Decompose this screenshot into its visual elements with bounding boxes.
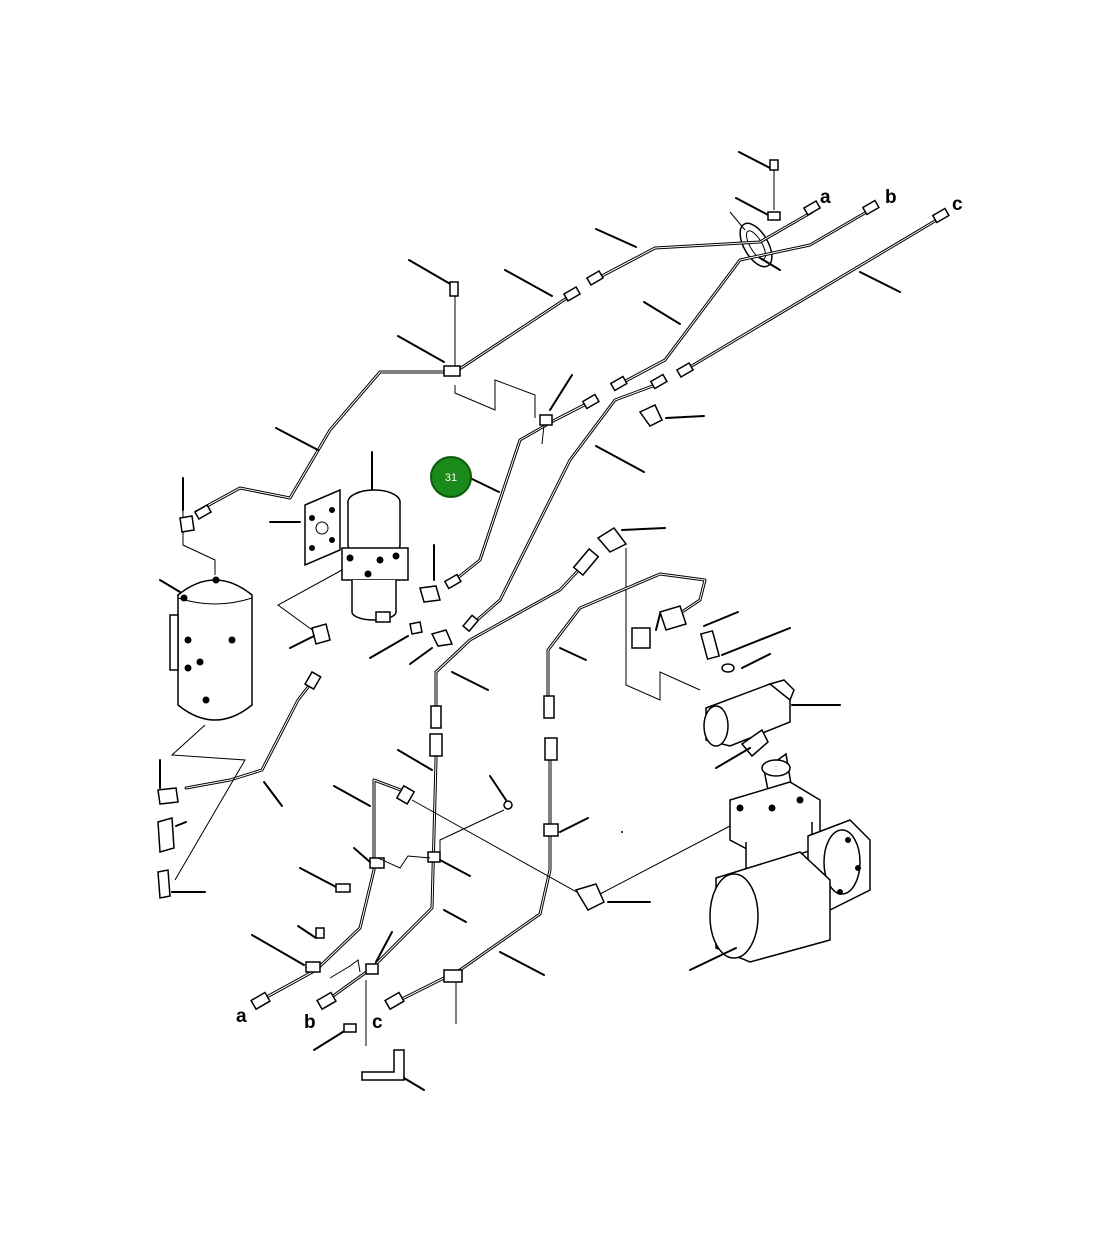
pipe-a-upper: [585, 200, 822, 286]
curved-hose-right: [543, 572, 707, 719]
connection-label-c-bottom: c: [372, 1012, 383, 1033]
center-pipe-31: [443, 374, 600, 590]
callout-hotspot-31[interactable]: 31: [430, 456, 472, 498]
hose-center-to-left: [430, 547, 600, 729]
right-elbow-fittings: [596, 526, 701, 701]
pipe-c-upper: [675, 207, 950, 378]
connection-label-c-top: c: [952, 194, 963, 215]
lower-pipe-b: [316, 733, 471, 1011]
pipe-b-upper: [609, 199, 880, 392]
connection-label-b-bottom: b: [304, 1012, 316, 1033]
tank-lower-pipe: [157, 623, 331, 899]
lower-pipe-a: [250, 778, 416, 1011]
governor-unit: [699, 611, 841, 769]
reference-dot: [621, 831, 623, 833]
air-tank: [159, 477, 253, 721]
connection-label-a-bottom: a: [236, 1006, 247, 1027]
connection-label-a-top: a: [820, 187, 831, 208]
center-pipe-long: [462, 373, 668, 633]
callout-hotspot-label: 31: [445, 472, 457, 484]
air-dryer-assembly: [269, 451, 454, 665]
upper-left-pipe: [193, 259, 582, 520]
air-compressor: [689, 752, 871, 971]
small-elbow-fitting: [638, 404, 705, 427]
connection-label-b-top: b: [885, 187, 897, 208]
lower-pipe-c: [384, 737, 589, 1024]
diagonal-hose-compressor: [411, 775, 731, 911]
bottom-bracket: [361, 1049, 425, 1091]
lower-bolts: [299, 855, 431, 1051]
